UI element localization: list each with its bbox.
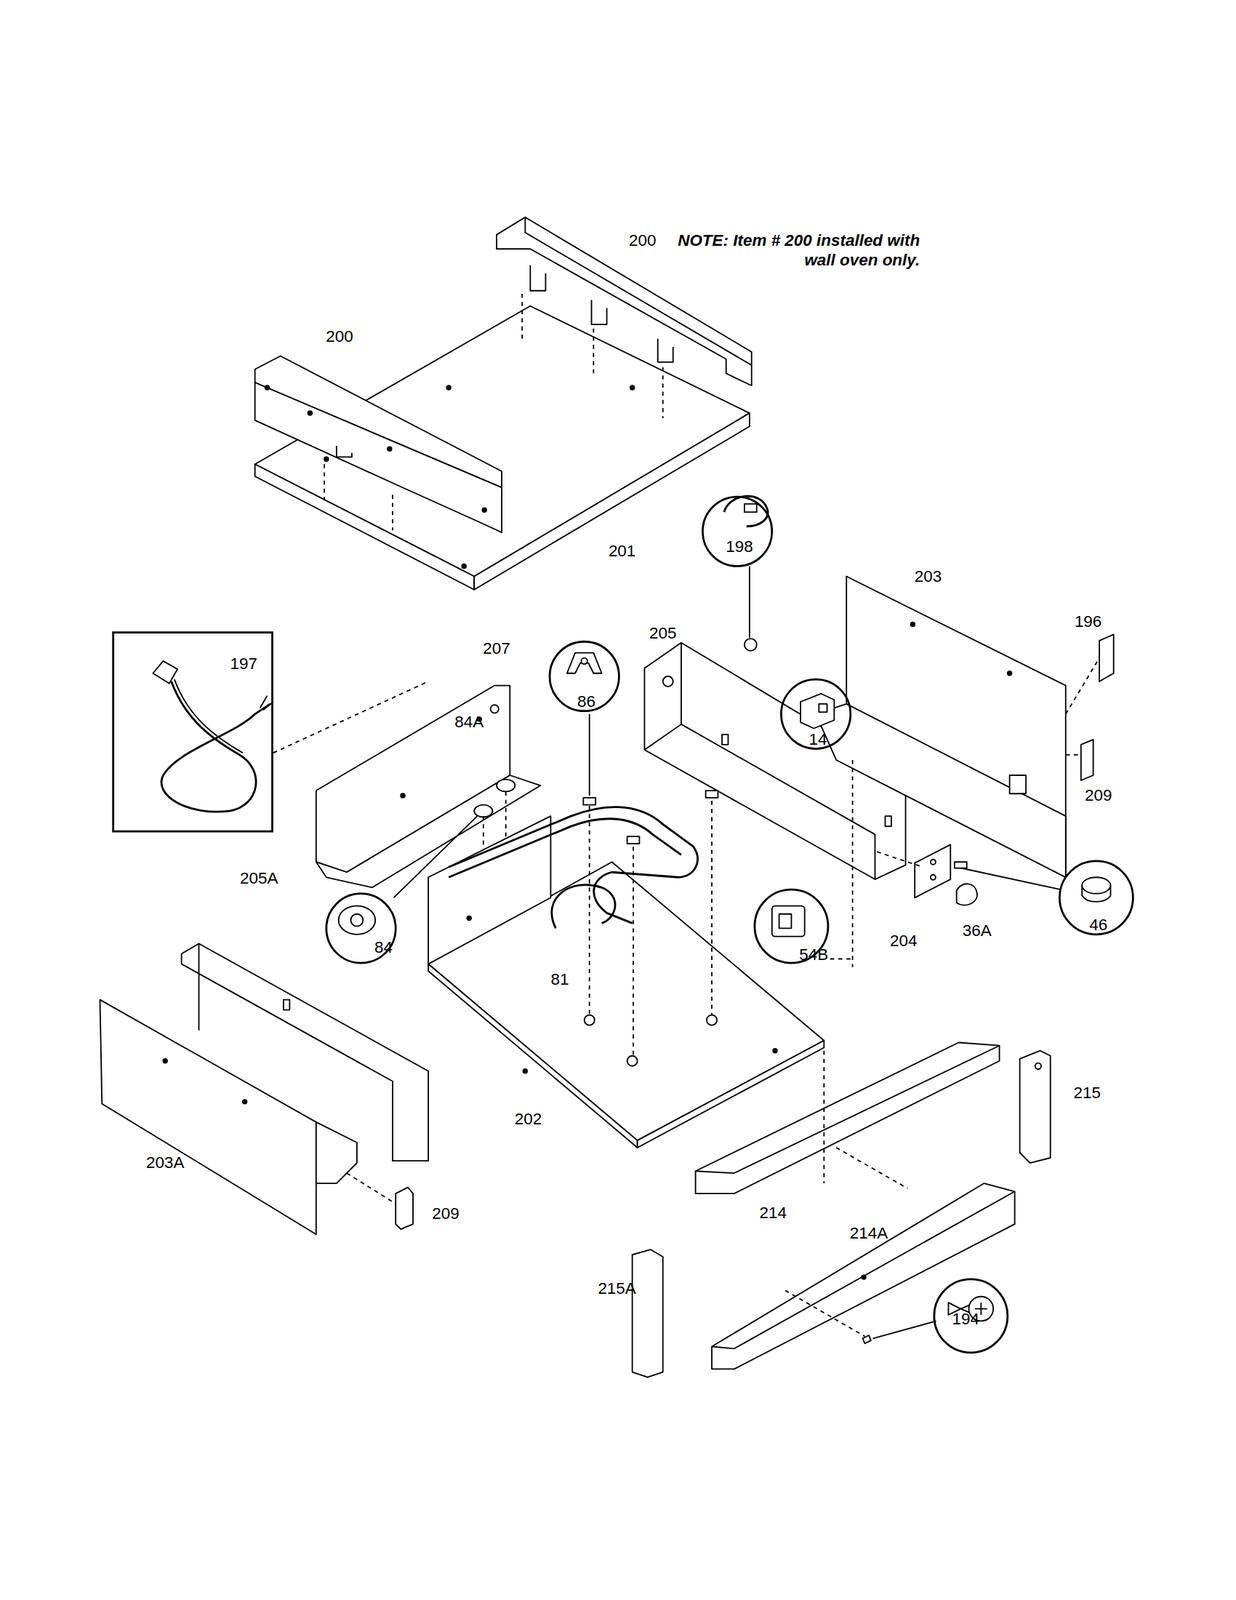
- callout-number: 86: [577, 692, 596, 712]
- part-number: 204: [889, 931, 917, 950]
- part-number: 209: [1084, 786, 1112, 805]
- callout-circle: 14: [780, 678, 852, 750]
- part-number: 203: [914, 567, 942, 586]
- part-number: 202: [514, 1109, 542, 1128]
- part-number: 214A: [849, 1223, 888, 1242]
- part-number: 203A: [146, 1153, 184, 1173]
- callout-number: 84: [374, 938, 393, 957]
- part-number: 84A: [454, 713, 484, 732]
- installation-note: NOTE: Item # 200 installed with wall ove…: [665, 230, 921, 270]
- callout-number: 198: [725, 537, 753, 556]
- callout-circle: 198: [701, 495, 773, 568]
- callout-circle: 86: [548, 640, 621, 712]
- callout-box: 197: [111, 631, 274, 832]
- part-number: 196: [1074, 612, 1102, 631]
- part-number: 205A: [239, 868, 278, 888]
- part-number: 215A: [597, 1278, 636, 1298]
- callout-number: 194: [952, 1309, 980, 1328]
- part-number: 215: [1073, 1083, 1101, 1102]
- callout-circle: 84: [324, 892, 397, 964]
- callout-number: 197: [230, 655, 258, 674]
- part-number: 200: [628, 231, 656, 251]
- part-number: 205: [649, 624, 677, 643]
- part-number: 207: [482, 639, 510, 658]
- callout-circle: 54B: [753, 888, 830, 965]
- callout-circle: 194: [932, 1278, 1009, 1354]
- callout-circle: 46: [1058, 859, 1135, 935]
- callout-number: 46: [1089, 916, 1108, 935]
- part-number: 201: [608, 541, 636, 560]
- part-number: 209: [431, 1204, 459, 1223]
- part-number: 214: [759, 1203, 786, 1222]
- callout-number: 54B: [799, 945, 829, 965]
- part-number: 36A: [962, 921, 992, 940]
- part-number: 200: [325, 327, 353, 347]
- part-number: 81: [551, 969, 570, 989]
- callout-number: 14: [808, 730, 827, 749]
